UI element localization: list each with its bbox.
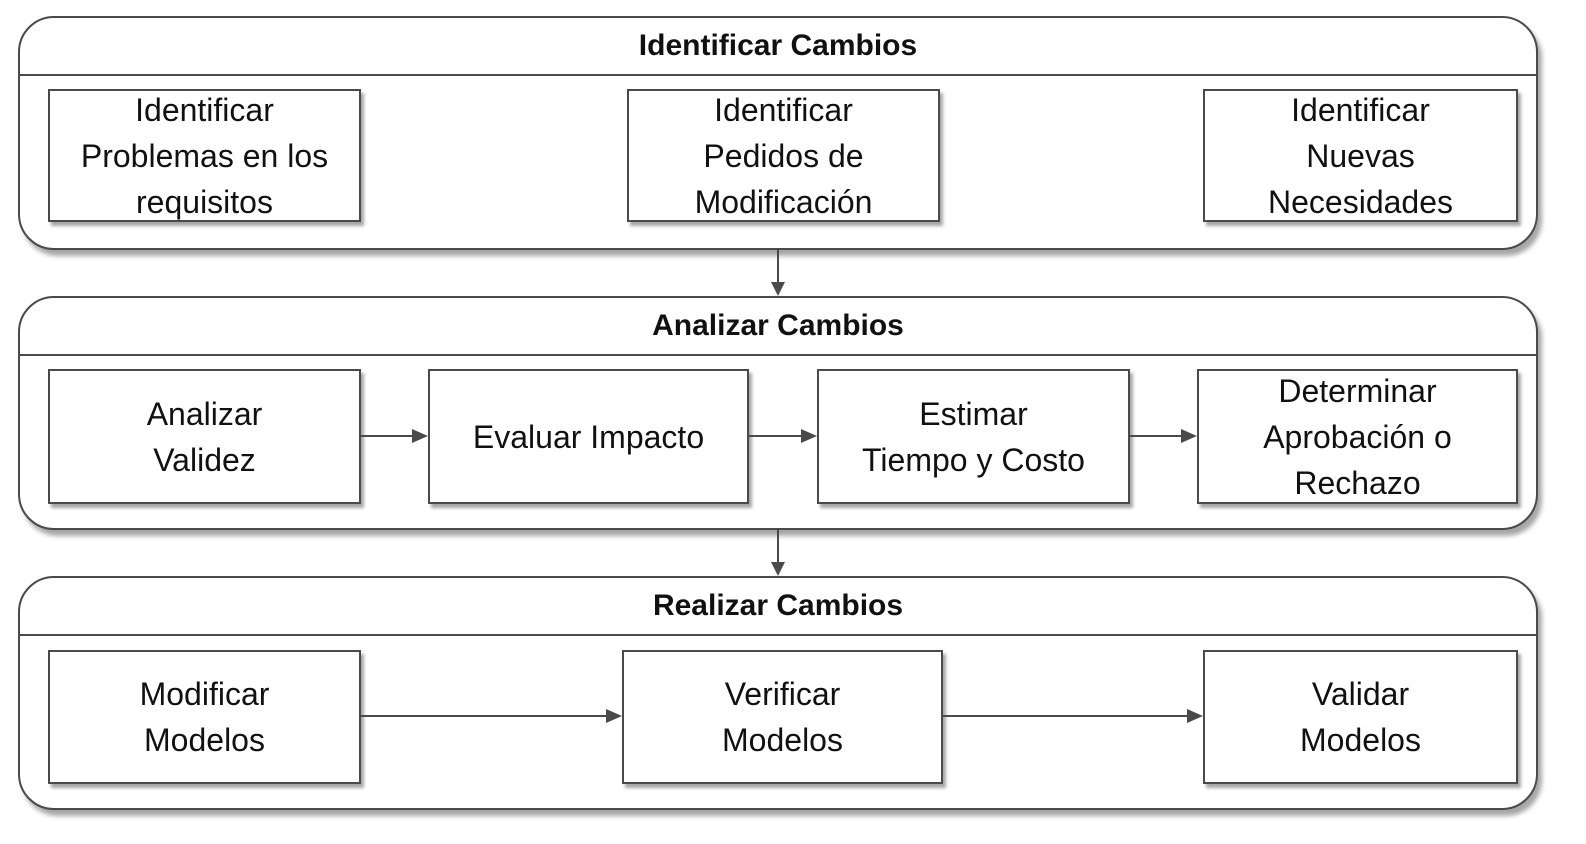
activity-identificar-problemas: Identificar Problemas en los requisitos xyxy=(48,89,361,222)
stage-title: Identificar Cambios xyxy=(20,18,1536,76)
activity-analizar-validez: Analizar Validez xyxy=(48,369,361,504)
activity-identificar-necesidades: Identificar Nuevas Necesidades xyxy=(1203,89,1518,222)
activity-estimar-tiempo-costo: Estimar Tiempo y Costo xyxy=(817,369,1130,504)
activity-label: Identificar Pedidos de Modificación xyxy=(694,91,873,220)
activity-label: Estimar Tiempo y Costo xyxy=(862,395,1085,478)
arrow-stage2-to-stage3 xyxy=(771,530,785,576)
activity-label: Verificar Modelos xyxy=(722,676,843,758)
activity-verificar-modelos: Verificar Modelos xyxy=(622,650,943,784)
activity-modificar-modelos: Modificar Modelos xyxy=(48,650,361,784)
activity-label: Modificar Modelos xyxy=(139,676,270,758)
arrow-stage1-to-stage2 xyxy=(771,250,785,296)
stage-title: Analizar Cambios xyxy=(20,298,1536,356)
activity-label: Identificar Nuevas Necesidades xyxy=(1268,91,1453,220)
activity-label: Analizar Validez xyxy=(146,395,263,478)
stage-title: Realizar Cambios xyxy=(20,578,1536,636)
activity-label: Identificar Problemas en los requisitos xyxy=(80,91,329,220)
activity-evaluar-impacto: Evaluar Impacto xyxy=(428,369,749,504)
activity-validar-modelos: Validar Modelos xyxy=(1203,650,1518,784)
activity-label: Validar Modelos xyxy=(1300,676,1421,758)
activity-label: Determinar Aprobación o Rechazo xyxy=(1263,372,1452,501)
activity-determinar-aprobacion: Determinar Aprobación o Rechazo xyxy=(1197,369,1518,504)
activity-identificar-pedidos: Identificar Pedidos de Modificación xyxy=(627,89,940,222)
activity-label: Evaluar Impacto xyxy=(472,418,705,455)
